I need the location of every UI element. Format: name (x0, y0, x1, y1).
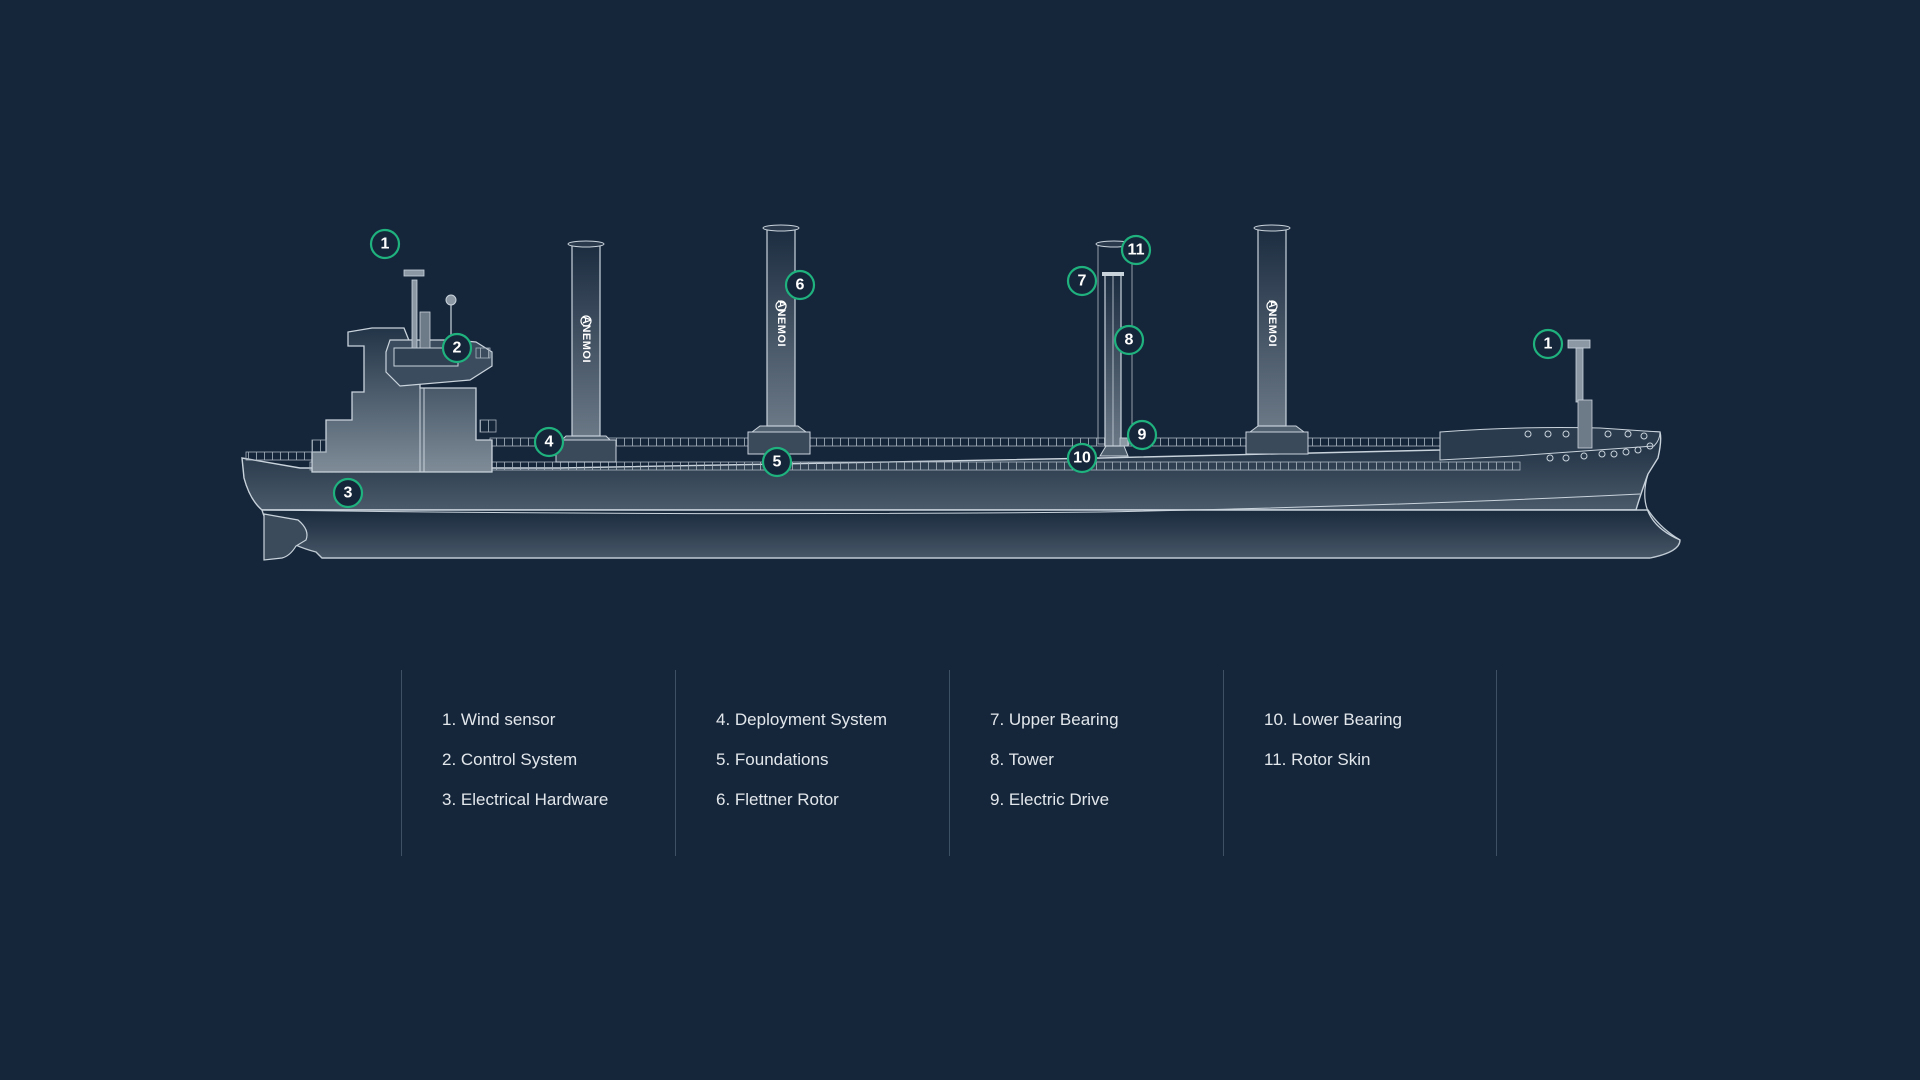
legend-item: 9. Electric Drive (990, 790, 1110, 809)
antenna-dome (445, 294, 457, 306)
electric-drive (1119, 437, 1129, 447)
marker-flettner-rotor[interactable]: 6 (784, 269, 816, 301)
rudder (263, 513, 308, 561)
marker-label: 7 (1078, 273, 1087, 290)
legend-item: 6. Flettner Rotor (716, 790, 839, 809)
marker-label: 8 (1125, 332, 1134, 349)
marker-deployment-system[interactable]: 4 (533, 426, 565, 458)
marker-foundations[interactable]: 5 (761, 446, 793, 478)
rotor-brand-label: ANEMOI (580, 316, 592, 363)
marker-electric-drive[interactable]: 9 (1126, 419, 1158, 451)
bridge-block (311, 327, 493, 473)
rotor-4: ANEMOI (1245, 224, 1309, 455)
railing-aft (479, 419, 497, 433)
railing-bridge (475, 347, 491, 359)
marker-label: 3 (344, 485, 353, 502)
marker-control-system[interactable]: 2 (441, 332, 473, 364)
marker-label: 2 (453, 340, 462, 357)
legend-column: 7. Upper Bearing 8. Tower 9. Electric Dr… (949, 670, 1223, 856)
marker-rotor-skin[interactable]: 11 (1120, 234, 1152, 266)
rotor-cylinder (571, 243, 601, 437)
upper-bearing (1102, 272, 1124, 276)
wind-sensor-top (403, 269, 425, 277)
legend-item: 1. Wind sensor (442, 710, 556, 729)
legend-item: 2. Control System (442, 750, 578, 769)
marker-label: 6 (796, 277, 805, 294)
mast-side (419, 311, 431, 349)
marker-label: 1 (381, 236, 390, 253)
legend-item: 8. Tower (990, 750, 1054, 769)
legend-column: 4. Deployment System 5. Foundations 6. F… (675, 670, 949, 856)
rotor-cylinder (766, 227, 796, 427)
hull-lower (261, 509, 1681, 559)
rotor-cylinder (1257, 227, 1287, 427)
legend: 1. Wind sensor 2. Control System 3. Elec… (401, 670, 1497, 856)
legend-item: 5. Foundations (716, 750, 829, 769)
bow-curve (1644, 473, 1681, 541)
rotor-brand-label: ANEMOI (1266, 300, 1278, 347)
marker-upper-bearing[interactable]: 7 (1066, 265, 1098, 297)
marker-label: 1 (1544, 336, 1553, 353)
rotor-foundation (555, 439, 617, 463)
marker-label: 4 (545, 434, 554, 451)
rotor-foundation (1245, 431, 1309, 455)
forward-mast (1567, 339, 1593, 449)
marker-lower-bearing[interactable]: 10 (1066, 442, 1098, 474)
railing-stern-box (311, 439, 327, 453)
deck-rail-stern (245, 451, 315, 461)
marker-wind-sensor-aft[interactable]: 1 (369, 228, 401, 260)
legend-item: 10. Lower Bearing (1264, 710, 1402, 729)
marker-label: 5 (773, 454, 782, 471)
marker-wind-sensor-fwd[interactable]: 1 (1532, 328, 1564, 360)
rotor-3-cutaway (1095, 240, 1133, 457)
legend-item: 4. Deployment System (716, 710, 888, 729)
superstructure (311, 269, 497, 473)
marker-label: 11 (1128, 242, 1145, 259)
deck-rail-lower (309, 461, 1521, 471)
rotor-2: ANEMOI (747, 224, 811, 455)
marker-tower[interactable]: 8 (1113, 324, 1145, 356)
legend-item: 3. Electrical Hardware (442, 790, 609, 809)
legend-item: 11. Rotor Skin (1264, 750, 1371, 769)
legend-column: 10. Lower Bearing 11. Rotor Skin (1223, 670, 1497, 856)
legend-column: 1. Wind sensor 2. Control System 3. Elec… (401, 670, 675, 856)
mast-pole (411, 279, 418, 349)
rotor-brand-label: ANEMOI (775, 300, 787, 347)
marker-electrical-hardware[interactable]: 3 (332, 477, 364, 509)
marker-label: 9 (1138, 427, 1147, 444)
hull-waterline (261, 493, 1641, 515)
portholes (1524, 430, 1654, 462)
rotor-1: ANEMOI (555, 240, 617, 463)
marker-label: 10 (1073, 450, 1091, 467)
rotor-base (1099, 445, 1129, 457)
legend-item: 7. Upper Bearing (990, 710, 1119, 729)
